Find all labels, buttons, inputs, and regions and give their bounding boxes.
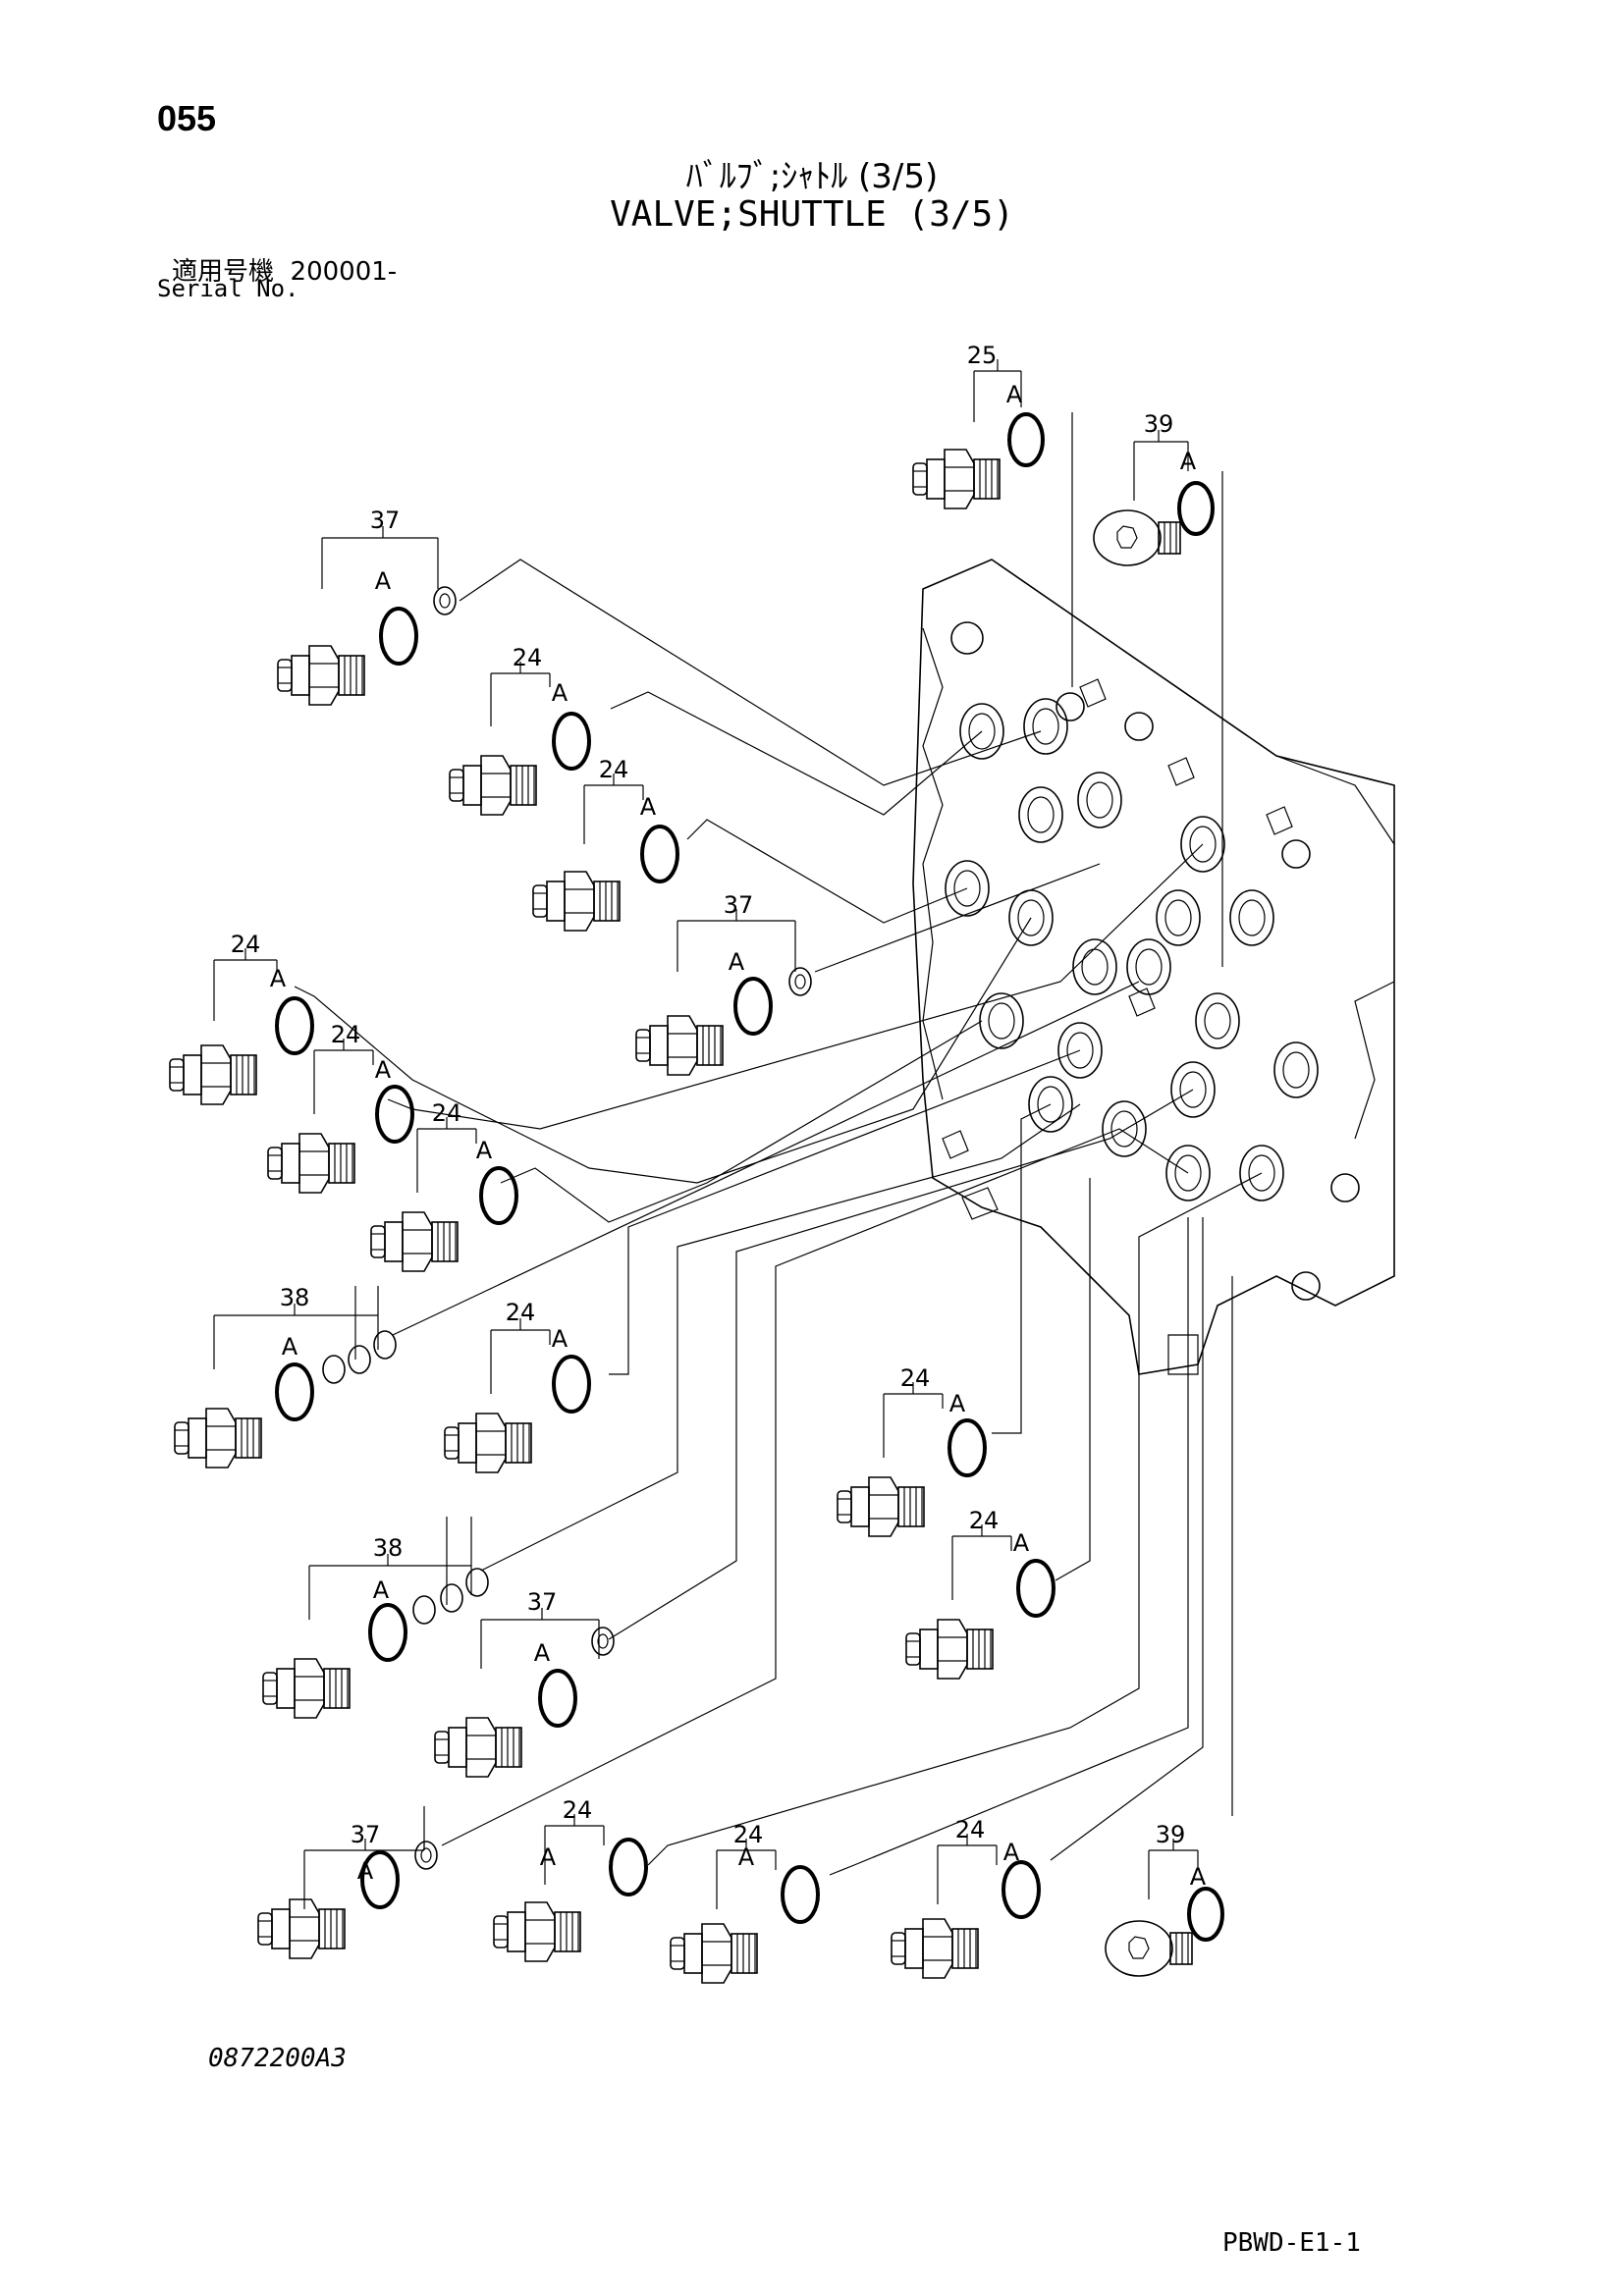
part-group-39-bottom [1105, 1839, 1224, 1977]
subpart-a-label: A [476, 1137, 493, 1164]
callout-label: 24 [331, 1021, 361, 1048]
subpart-a-label: A [270, 965, 287, 992]
part-group-24-i [493, 1814, 648, 1962]
subpart-a-label: A [1006, 381, 1023, 408]
part-group-24-c [169, 948, 314, 1105]
part-group-37-a [277, 526, 457, 706]
subpart-a-label: A [552, 1325, 568, 1353]
callout-label: 24 [969, 1507, 1000, 1534]
part-group-24-d [267, 1039, 414, 1194]
part-group-38-a [174, 1286, 397, 1468]
part-group-37-d [257, 1806, 438, 1959]
page-code: PBWD-E1-1 [1222, 2228, 1361, 2258]
serial-label-jp: 適用号機 [172, 257, 275, 287]
callout-labels: 25 39 37 24 24 37 24 24 24 38 24 24 24 3… [231, 342, 1186, 1848]
callout-label: 38 [280, 1284, 310, 1311]
part-group-37-b [635, 909, 812, 1076]
subpart-a-label: A [357, 1857, 374, 1885]
callout-label: 24 [955, 1816, 986, 1843]
subpart-labels: A A A A A A A A A A A A A A A A A A A A [270, 381, 1207, 1891]
leader-lines [294, 412, 1263, 1876]
part-group-39-top [1093, 430, 1215, 566]
part-group-24-e [370, 1117, 518, 1272]
callout-label: 24 [432, 1099, 462, 1127]
subpart-a-label: A [373, 1576, 390, 1604]
callout-label: 38 [373, 1534, 404, 1562]
page-number: 055 [157, 98, 217, 138]
part-group-25 [912, 359, 1045, 509]
subpart-a-label: A [375, 1056, 392, 1084]
serial-applicability: 適用号機 200001- [172, 251, 397, 288]
callout-label: 24 [563, 1796, 593, 1824]
callout-label: 39 [1156, 1821, 1186, 1848]
subpart-a-label: A [738, 1843, 755, 1871]
subpart-a-label: A [1180, 448, 1197, 475]
drawing-number: 0872200A3 [208, 2044, 347, 2073]
subpart-a-label: A [534, 1639, 551, 1667]
callout-label: 24 [599, 756, 629, 783]
serial-value: 200001- [290, 257, 398, 287]
part-group-24-g [837, 1382, 987, 1537]
part-group-37-c [434, 1608, 615, 1778]
subpart-a-label: A [282, 1333, 298, 1361]
subpart-a-label: A [552, 679, 568, 707]
callout-label: 24 [506, 1299, 536, 1326]
subpart-a-label: A [729, 948, 745, 976]
callout-label: 24 [733, 1821, 764, 1848]
part-group-24-f [444, 1318, 591, 1473]
subpart-a-label: A [949, 1390, 966, 1417]
subpart-a-label: A [375, 567, 392, 595]
title-english: VALVE;SHUTTLE (3/5) [610, 194, 1014, 235]
valve-body [912, 559, 1395, 1375]
part-group-24-j [670, 1839, 820, 1984]
subpart-a-label: A [1190, 1863, 1207, 1891]
callout-label: 37 [370, 507, 401, 534]
callout-label: 24 [900, 1364, 931, 1392]
part-group-38-b [262, 1517, 489, 1719]
subpart-a-label: A [1013, 1529, 1030, 1557]
part-group-24-b [532, 774, 679, 932]
title-japanese: ﾊﾞﾙﾌﾞ;ｼｬﾄﾙ (3/5) [685, 157, 939, 196]
part-group-24-k [891, 1834, 1041, 1979]
subpart-a-label: A [540, 1843, 557, 1871]
callout-label: 37 [724, 891, 754, 919]
subpart-a-label: A [1003, 1839, 1020, 1866]
callout-label: 39 [1144, 410, 1174, 438]
callout-label: 25 [967, 342, 998, 369]
part-group-24-a [449, 662, 591, 816]
callout-label: 24 [513, 644, 543, 671]
subpart-a-label: A [640, 793, 657, 821]
callout-label: 24 [231, 931, 261, 958]
serial-label-en: Serial No. [157, 275, 299, 302]
callout-label: 37 [351, 1821, 381, 1848]
callout-label: 37 [527, 1588, 558, 1616]
part-group-24-h [905, 1524, 1056, 1680]
